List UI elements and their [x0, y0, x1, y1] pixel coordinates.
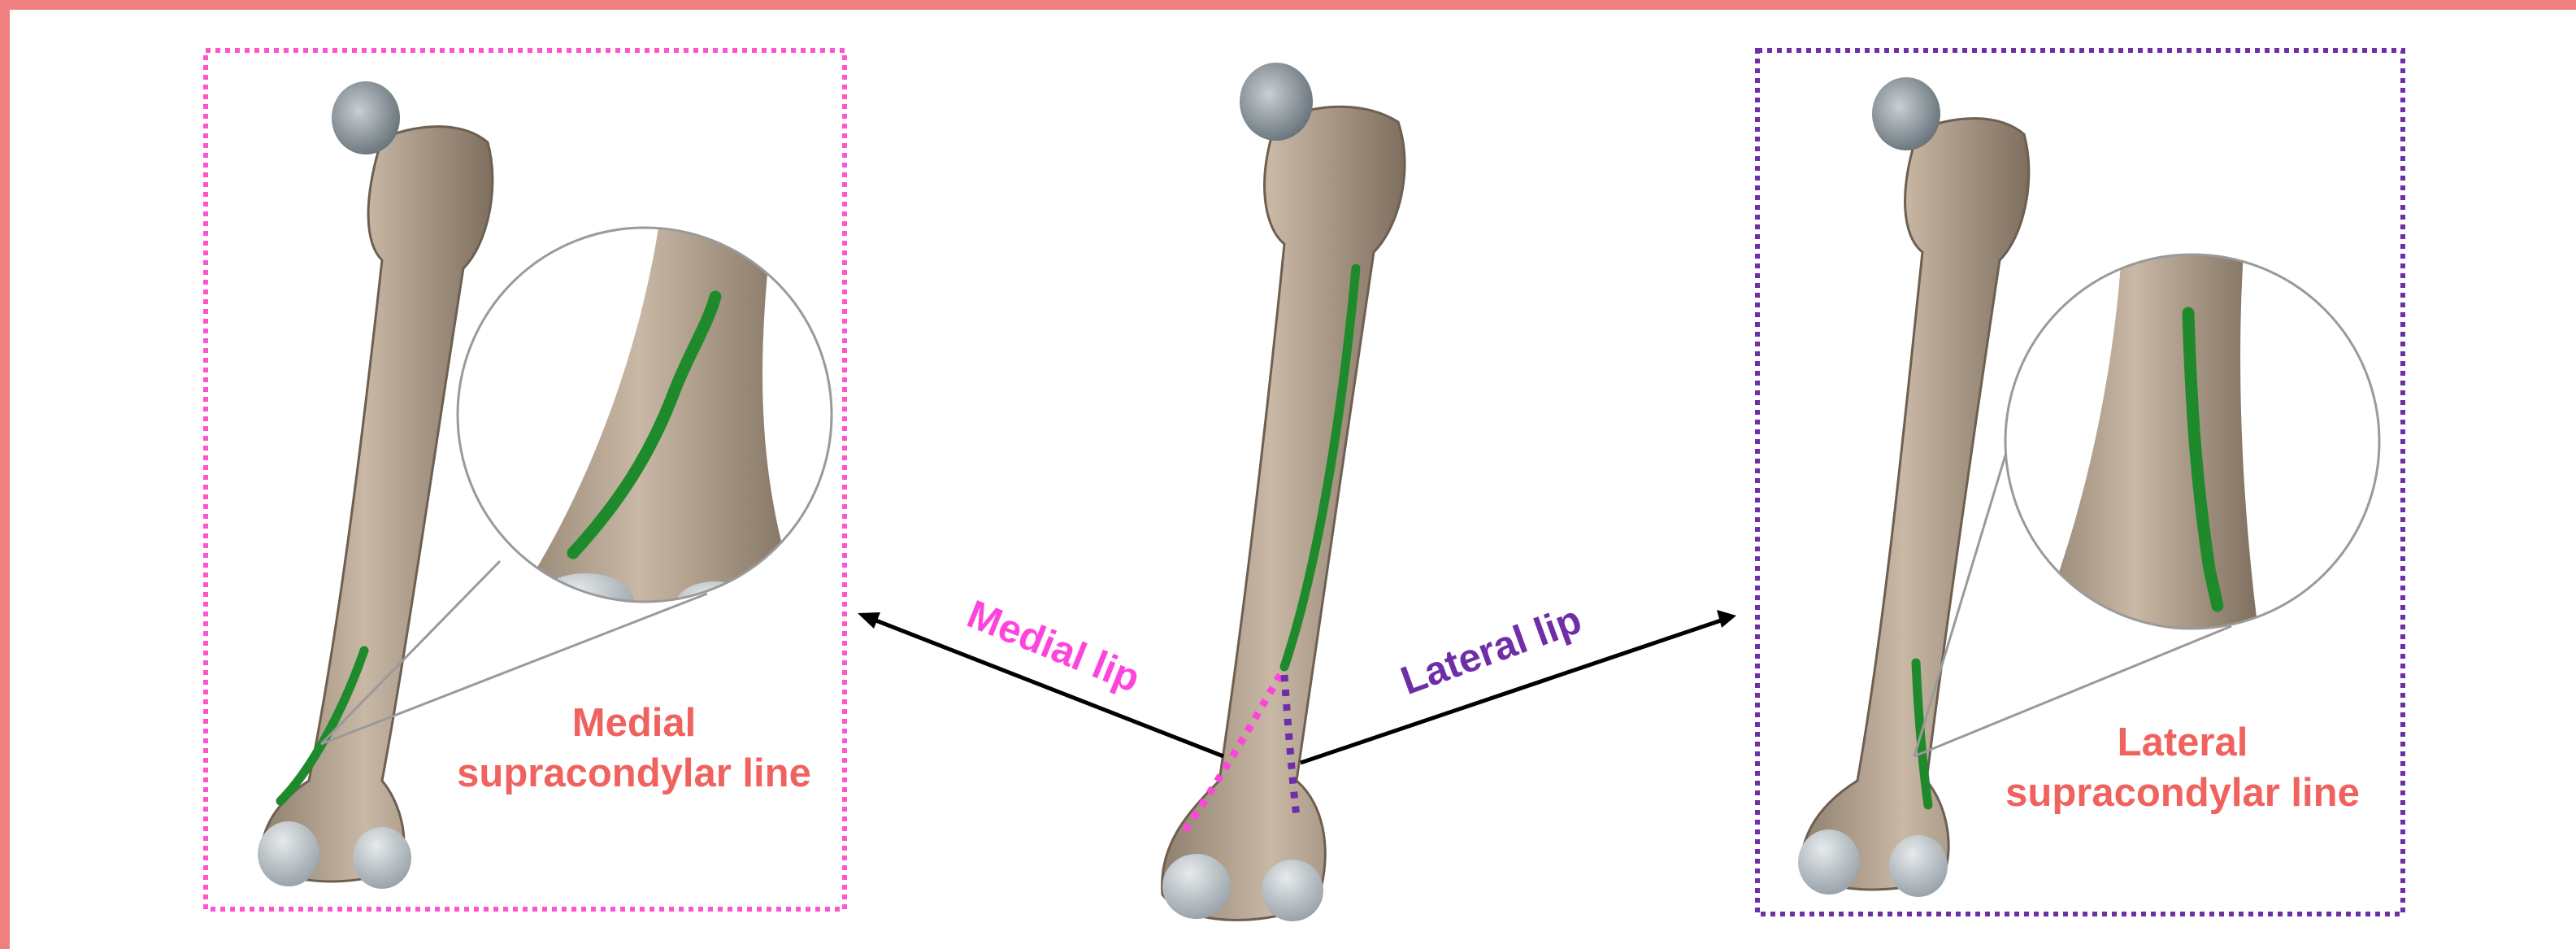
lateral-arrowhead	[1717, 610, 1736, 628]
medial-label-line-2: supracondylar line	[423, 748, 845, 799]
medial-lip-label: Medial lip	[961, 592, 1145, 701]
medial-supracondylar-label: Medial supracondylar line	[423, 698, 845, 799]
lateral-supracondylar-label: Lateral supracondylar line	[1967, 717, 2398, 818]
femur-center	[1162, 63, 1405, 921]
lateral-label-line-1: Lateral	[1967, 717, 2398, 768]
medial-zoom-circle	[458, 228, 832, 630]
medial-label-line-1: Medial	[423, 698, 845, 748]
lateral-zoom-circle	[2005, 252, 2379, 642]
lateral-label-line-2: supracondylar line	[1967, 768, 2398, 818]
lateral-lip-label: Lateral lip	[1396, 598, 1588, 703]
medial-arrowhead	[858, 612, 880, 629]
